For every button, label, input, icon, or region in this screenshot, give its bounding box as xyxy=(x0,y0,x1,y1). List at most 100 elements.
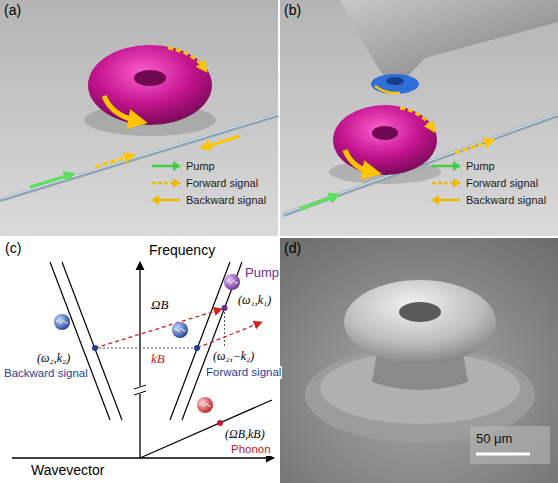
dispersion-plot-part xyxy=(134,385,146,389)
dispersion-plot-part xyxy=(224,308,225,348)
legend-text: Forward signal xyxy=(186,177,258,190)
sem-image-part xyxy=(344,280,496,364)
legend-text: Pump xyxy=(186,160,215,173)
sem-image-part xyxy=(399,302,441,322)
legend-arrow-swatch xyxy=(150,194,182,206)
sem-image-part xyxy=(280,238,558,483)
panel-label: (d) xyxy=(284,240,301,256)
legend-text: Backward signal xyxy=(186,194,266,207)
coordinate-label: (ω₂,−k₂) xyxy=(212,350,255,364)
legend-arrow-head xyxy=(453,178,461,188)
legend-text: Forward signal xyxy=(466,177,538,190)
quantity-label: ΩB xyxy=(150,298,169,313)
coordinate-label: (ω₂,k₂) xyxy=(36,352,71,366)
dispersion-plot-part xyxy=(12,457,274,458)
legend-arrow-line xyxy=(438,199,460,202)
coordinate-label: (ω₁,k₁) xyxy=(237,294,272,308)
legend-arrow-swatch xyxy=(430,177,462,189)
panel-b-illustration-part xyxy=(371,74,419,94)
dispersion-plot-part xyxy=(172,322,188,338)
axis-label: Frequency xyxy=(148,242,216,258)
dispersion-plot-part xyxy=(199,404,211,407)
panel-a-illustration-part xyxy=(168,48,204,68)
dispersion-plot-part xyxy=(226,281,238,284)
panel-b-illustration-part xyxy=(333,105,437,175)
legend-arrow-head xyxy=(173,161,181,171)
panel-a-illustration-part xyxy=(88,45,212,125)
dispersion-plot-part xyxy=(134,391,146,395)
dispersion-plot xyxy=(12,262,274,458)
legend-arrow-line xyxy=(152,165,174,168)
dispersion-plot-part xyxy=(194,345,200,351)
panel-b-illustration-part xyxy=(455,141,490,153)
panel-b-illustration-part xyxy=(345,150,372,172)
panel-a-illustration-part xyxy=(205,136,240,147)
legend-arrow-head xyxy=(173,178,181,188)
panel-a-illustration-part xyxy=(0,0,278,236)
legend-arrow-head xyxy=(453,161,461,171)
sem-image-part xyxy=(470,426,550,464)
axis-label: Wavevector xyxy=(30,462,105,478)
panel-label: (a) xyxy=(4,2,21,18)
particle-label: Backward signal xyxy=(3,367,89,380)
legend-entry: Backward signal xyxy=(150,194,266,207)
legend-text: Backward signal xyxy=(466,194,546,207)
panel-a-illustration-part xyxy=(95,156,130,167)
legend-entry: Pump xyxy=(430,160,495,173)
particle-label: Pump xyxy=(244,266,280,281)
dispersion-plot-part xyxy=(62,262,122,420)
panel-a-illustration-part xyxy=(0,114,278,199)
panel-b-illustration-part xyxy=(375,86,400,93)
particle-label: Phonon xyxy=(230,443,272,456)
dispersion-plot-part xyxy=(174,329,186,332)
legend-entry: Forward signal xyxy=(150,177,258,190)
dispersion-plot-part xyxy=(217,420,223,426)
legend-entry: Forward signal xyxy=(430,177,538,190)
panel-b-illustration-part xyxy=(340,0,558,76)
sem-image-part xyxy=(476,453,530,456)
legend-arrow-head xyxy=(151,195,159,205)
legend-entry: Pump xyxy=(150,160,215,173)
panel-b-illustration-part xyxy=(400,108,432,128)
sem-image xyxy=(280,238,558,483)
dispersion-plot-part xyxy=(95,309,222,348)
panel-b-illustration-part xyxy=(386,77,404,85)
dispersion-plot-part xyxy=(50,262,110,420)
panel-a-illustration-part xyxy=(104,96,138,121)
dispersion-plot-part xyxy=(95,348,197,349)
legend-arrow-swatch xyxy=(150,160,182,172)
dispersion-plot-part xyxy=(224,274,240,290)
legend-arrow-swatch xyxy=(430,194,462,206)
dispersion-plot-part xyxy=(139,262,140,458)
legend-arrow-head xyxy=(431,195,439,205)
legend-arrow-swatch xyxy=(150,177,182,189)
legend-text: Pump xyxy=(466,160,495,173)
panel-a-illustration xyxy=(0,0,278,236)
dispersion-plot-part xyxy=(197,397,213,413)
panel-b-illustration-part xyxy=(300,196,335,209)
dispersion-plot-part xyxy=(54,314,70,330)
panel-a-illustration-part xyxy=(0,115,278,200)
legend-arrow-line xyxy=(158,199,180,202)
particle-label: Forward signal xyxy=(205,366,282,379)
panel-b-illustration xyxy=(280,0,558,236)
dispersion-plot-part xyxy=(133,386,147,394)
dispersion-plot-part xyxy=(222,305,228,311)
legend-arrow-swatch xyxy=(430,160,462,172)
panel-b-illustration-part xyxy=(372,126,398,140)
dispersion-plot-part xyxy=(197,322,262,348)
dispersion-plot-part xyxy=(182,262,242,420)
scale-bar-label: 50 μm xyxy=(476,432,512,447)
panel-b-illustration-part xyxy=(280,0,558,236)
legend-entry: Backward signal xyxy=(430,194,546,207)
quantity-label: kB xyxy=(150,352,166,367)
coordinate-label: (ΩB,kB) xyxy=(224,428,266,442)
panel-label: (b) xyxy=(284,2,301,18)
dispersion-plot-part xyxy=(92,345,98,351)
legend-arrow-line xyxy=(152,182,174,185)
panel-a-illustration-part xyxy=(30,175,70,187)
panel-a-illustration-part xyxy=(134,70,166,86)
panel-label: (c) xyxy=(4,240,22,256)
